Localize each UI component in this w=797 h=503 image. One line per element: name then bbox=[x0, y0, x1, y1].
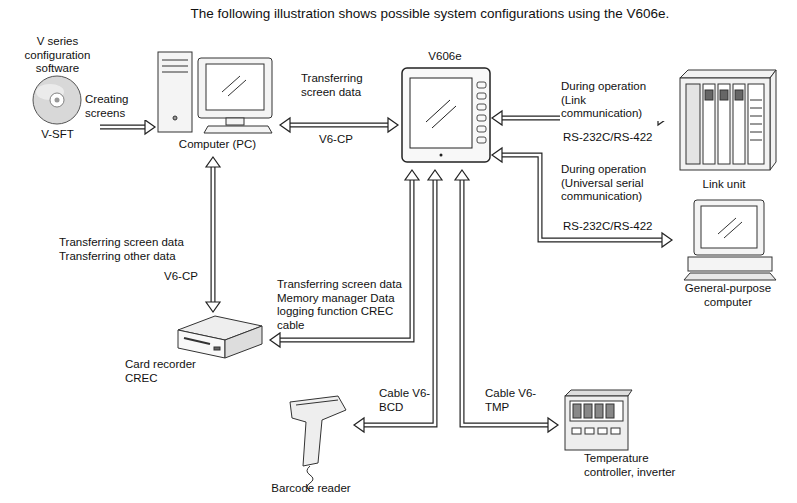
node-label: V606e bbox=[398, 50, 492, 64]
arrowhead bbox=[662, 233, 672, 247]
arrowhead bbox=[548, 418, 558, 432]
connector-label: During operation (Universal serial commu… bbox=[560, 163, 662, 204]
temp-controller-node: Temperature controller, inverter bbox=[558, 385, 690, 500]
node-label: Barcode reader bbox=[268, 482, 354, 496]
pc-illustration bbox=[158, 52, 272, 133]
node-label: V series configuration software bbox=[15, 35, 100, 76]
diagram-title: The following illustration shows possibl… bbox=[150, 6, 710, 22]
connector-label: Transferring screen data bbox=[300, 72, 384, 99]
connector-inner bbox=[100, 126, 147, 129]
connector bbox=[280, 118, 398, 132]
arrowhead bbox=[145, 120, 155, 134]
barcode-reader bbox=[290, 396, 346, 491]
arrowhead bbox=[206, 157, 220, 167]
node-label: Card recorder CREC bbox=[125, 358, 205, 385]
connector-label: Cable V6-TMP bbox=[484, 387, 540, 414]
v606e-node: V606e bbox=[398, 50, 492, 170]
arrowhead bbox=[492, 111, 502, 125]
connector-inner bbox=[500, 155, 664, 240]
arrowhead bbox=[428, 170, 442, 180]
connector bbox=[100, 120, 155, 134]
arrowhead bbox=[388, 118, 398, 132]
connector-outline bbox=[500, 155, 664, 240]
connector-label: Creating screens bbox=[84, 93, 148, 120]
arrowhead bbox=[270, 333, 280, 347]
arrowhead bbox=[354, 418, 364, 432]
connector bbox=[455, 170, 558, 432]
node-label: Computer (PC) bbox=[155, 138, 280, 152]
link-unit-rack bbox=[680, 70, 776, 170]
arrowhead bbox=[492, 148, 502, 162]
card-recorder bbox=[178, 316, 262, 358]
computer-node: General-purpose computer bbox=[672, 197, 784, 315]
node-label: V-SFT bbox=[15, 128, 100, 142]
node-label: General-purpose computer bbox=[672, 282, 784, 309]
connector-outline bbox=[288, 123, 390, 128]
connector-label: During operation (Link communication) bbox=[560, 80, 670, 121]
link-unit-node: Link unit bbox=[668, 62, 780, 194]
arrowhead bbox=[280, 118, 290, 132]
connector-label: Transferring screen data Memory manager … bbox=[276, 278, 408, 332]
connector-outline bbox=[211, 165, 216, 304]
connector bbox=[492, 148, 672, 247]
cable-label: V6-CP bbox=[318, 133, 354, 147]
connector-label: Transferring screen data Transferring ot… bbox=[58, 236, 200, 263]
cable-label: RS-232C/RS-422 bbox=[562, 131, 653, 145]
node-label: Link unit bbox=[668, 178, 780, 192]
connector-inner bbox=[288, 124, 390, 127]
connector-label: Cable V6-BCD bbox=[378, 387, 432, 414]
card-recorder-node: Card recorder CREC bbox=[120, 312, 270, 388]
connector-outline bbox=[100, 125, 147, 130]
general-computer bbox=[684, 200, 776, 280]
temperature-controller bbox=[565, 390, 632, 450]
software-disc bbox=[33, 76, 81, 124]
connector-inner bbox=[212, 165, 215, 304]
barcode-node: Barcode reader bbox=[268, 392, 354, 500]
node-label: Temperature controller, inverter bbox=[584, 452, 688, 479]
connector bbox=[270, 170, 419, 347]
connector-inner bbox=[462, 178, 550, 425]
connector bbox=[206, 157, 220, 312]
pc-node: Computer (PC) bbox=[155, 45, 280, 157]
software-node: V series configuration softwareV-SFT bbox=[15, 35, 100, 144]
arrowhead bbox=[455, 170, 469, 180]
v606e-panel bbox=[402, 68, 490, 162]
cable-label: V6-CP bbox=[163, 270, 199, 284]
connector-outline bbox=[462, 178, 550, 425]
arrowhead bbox=[206, 302, 220, 312]
cable-label: RS-232C/RS-422 bbox=[562, 220, 653, 234]
arrowhead bbox=[405, 170, 419, 180]
